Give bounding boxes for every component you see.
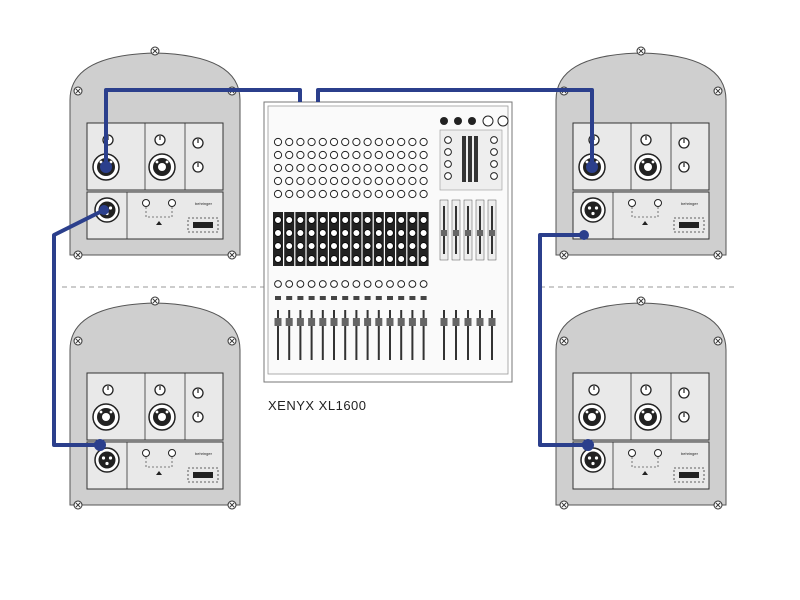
- mixer-channels: [273, 115, 509, 360]
- speaker-bottom-left: [70, 297, 240, 509]
- speaker-bottom-right: [556, 297, 726, 509]
- cable-topleft-to-bottomleft: [52, 208, 105, 447]
- cables: [52, 88, 594, 447]
- mixer-label: XENYX XL1600: [268, 398, 367, 413]
- speaker-top-right: [556, 47, 726, 259]
- cable-mixer-to-top-right: [316, 88, 594, 167]
- speaker-top-left: [70, 47, 240, 259]
- cable-mixer-to-top-left: [104, 88, 302, 167]
- cable-topright-to-bottomright: [538, 233, 588, 447]
- mixer: [263, 101, 513, 383]
